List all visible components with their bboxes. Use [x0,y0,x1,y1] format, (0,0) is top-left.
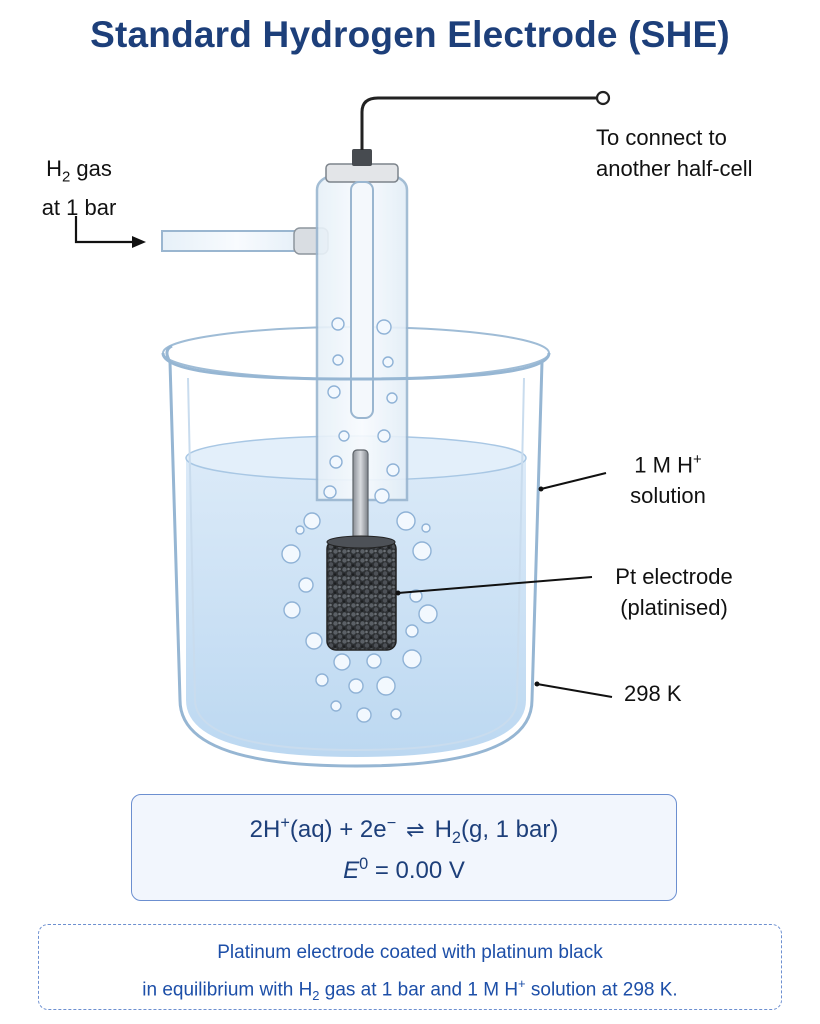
beaker [168,361,544,768]
hydrogen-bubbles [281,317,438,723]
half-reaction: 2H+(aq) + 2e−⇌H2(g, 1 bar) [249,814,559,847]
page-title: Standard Hydrogen Electrode (SHE) [90,14,730,55]
temperature-leader [536,683,613,698]
platinum-electrode [326,539,397,651]
electrode-wire [352,449,369,546]
gas-inlet-tube [161,230,313,252]
stopper [325,163,399,183]
electrode-leader [397,576,593,594]
description-note: Platinum electrode coated with platinum … [38,924,782,1010]
standard-potential: E0 = 0.00 V [343,855,465,884]
connect-label: To connect to another half-cell [596,125,753,181]
electrode-label: Pt electrode (platinised) [615,564,733,620]
equilibrium-arrow-icon: ⇌ [406,817,425,842]
solution-label: 1 M H+ solution [630,451,706,509]
solution-leader [540,472,607,490]
terminal-icon [595,90,611,106]
external-wire [360,96,598,150]
inner-tube [350,181,374,419]
temperature-label: 298 K [624,681,682,706]
gas-inlet-label: H2 gas at 1 bar [41,156,117,221]
equation-box: 2H+(aq) + 2e−⇌H2(g, 1 bar) E0 = 0.00 V [131,794,677,901]
gas-arrow-icon [74,216,132,244]
beaker-rim-front [161,352,551,381]
